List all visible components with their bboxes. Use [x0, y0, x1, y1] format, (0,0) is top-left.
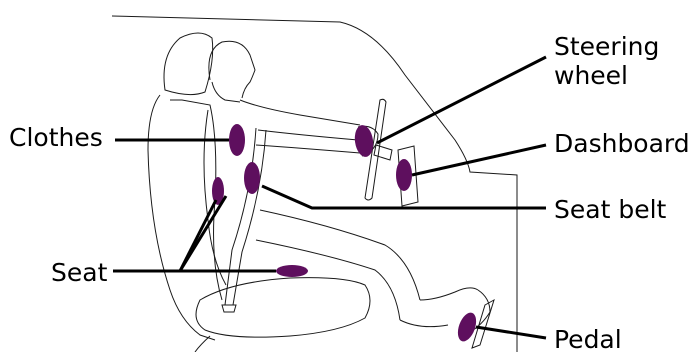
label-seat: Seat: [51, 259, 107, 286]
leader-seat-branch-b: [180, 196, 226, 271]
sensor-seat-belt: [244, 162, 260, 194]
leader-steering: [377, 57, 546, 143]
leader-dashboard: [412, 145, 546, 175]
leader-lines: [113, 57, 546, 338]
label-pedal: Pedal: [554, 326, 622, 353]
label-seat-belt: Seat belt: [554, 196, 666, 223]
label-steering-wheel: Steering wheel: [554, 32, 659, 90]
car-body-outline: [112, 16, 517, 352]
sensor-seat-cushion: [276, 265, 308, 277]
label-steering-line2: wheel: [554, 61, 659, 90]
label-steering-line1: Steering: [554, 32, 659, 61]
leader-pedal: [476, 327, 546, 338]
label-dashboard: Dashboard: [554, 130, 690, 157]
sensor-clothes: [229, 124, 245, 156]
sensor-pedal: [454, 310, 479, 344]
label-clothes: Clothes: [9, 124, 103, 151]
sensor-markers: [212, 124, 480, 344]
seat-outline: [148, 33, 370, 352]
sensor-dashboard: [396, 159, 412, 191]
